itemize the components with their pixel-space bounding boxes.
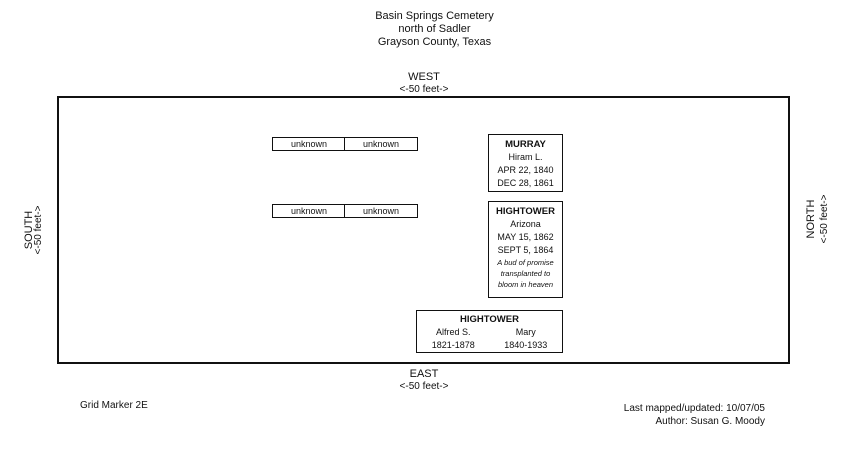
west-scale: <-50 feet-> [399, 84, 449, 95]
unknown-grave: unknown [344, 137, 418, 151]
grave-hightower-double: HIGHTOWER Alfred S. 1821-1878 Mary 1840-… [416, 310, 563, 353]
east-label: EAST [409, 368, 439, 380]
grave-surname: MURRAY [505, 139, 546, 150]
cemetery-title: Basin Springs Cemetery north of Sadler G… [0, 10, 857, 49]
grave-given-name: Hiram L. [508, 152, 543, 162]
grave-death-date: SEPT 5, 1864 [497, 245, 554, 255]
north-label: NORTH [805, 199, 817, 239]
map-author: Author: Susan G. Moody [655, 416, 765, 427]
grave-right-name: Mary [515, 327, 536, 337]
north-scale: <-50 feet-> [819, 194, 830, 244]
west-label: WEST [408, 71, 440, 83]
cemetery-name: Basin Springs Cemetery [375, 10, 494, 22]
cemetery-county: Grayson County, Texas [377, 36, 492, 48]
grave-epitaph-line: transplanted to [500, 269, 551, 278]
cemetery-location: north of Sadler [398, 23, 471, 35]
grave-epitaph-line: A bud of promise [497, 258, 554, 267]
grave-epitaph-line: bloom in heaven [497, 280, 554, 289]
grave-surname: HIGHTOWER [496, 206, 555, 217]
grid-marker: Grid Marker 2E [80, 400, 148, 411]
grave-left-name: Alfred S. [435, 327, 471, 337]
unknown-grave: unknown [344, 204, 418, 218]
east-scale: <-50 feet-> [399, 381, 449, 392]
unknown-grave: unknown [272, 137, 346, 151]
grave-birth-date: MAY 15, 1862 [497, 232, 554, 242]
grave-birth-date: APR 22, 1840 [497, 165, 554, 175]
grave-given-name: Arizona [510, 219, 541, 229]
grave-left-dates: 1821-1878 [431, 340, 475, 350]
grave-murray: MURRAY Hiram L. APR 22, 1840 DEC 28, 186… [488, 134, 563, 192]
grave-right-dates: 1840-1933 [504, 340, 548, 350]
last-mapped-date: Last mapped/updated: 10/07/05 [623, 403, 765, 414]
grave-death-date: DEC 28, 1861 [497, 178, 554, 188]
cemetery-plot-map [57, 96, 790, 364]
unknown-grave: unknown [272, 204, 346, 218]
south-scale: <-50 feet-> [33, 205, 44, 255]
grave-hightower-arizona: HIGHTOWER Arizona MAY 15, 1862 SEPT 5, 1… [488, 201, 563, 298]
grave-surname: HIGHTOWER [460, 314, 519, 325]
